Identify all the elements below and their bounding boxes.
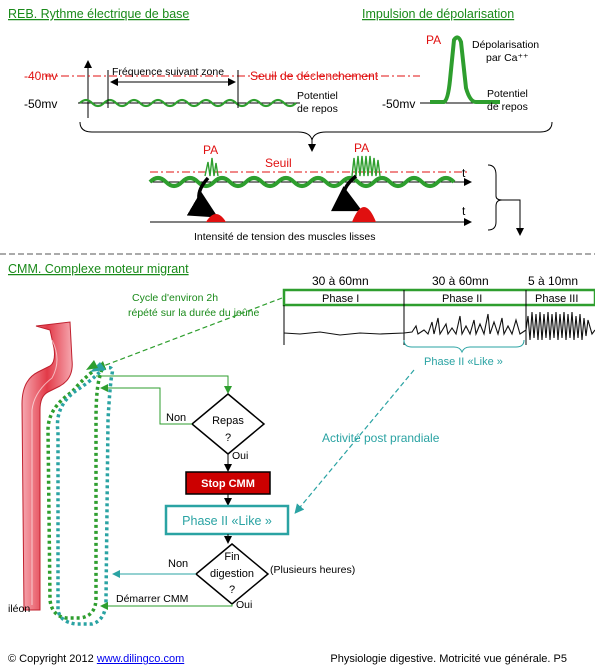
phase-1-label: Phase I bbox=[322, 293, 359, 305]
loop-top-to-repas bbox=[96, 375, 232, 394]
reb-title: REB. Rythme électrique de base bbox=[8, 7, 189, 21]
s3-right-arrow bbox=[502, 199, 524, 236]
s3-pa2: PA bbox=[354, 141, 369, 155]
s3-spikes-2 bbox=[351, 155, 381, 177]
cycle-label-2: répété sur la durée du jeûne bbox=[128, 307, 260, 319]
plusieurs-heures: (Plusieurs heures) bbox=[270, 564, 355, 576]
seuil-declenchement-label: Seuil de déclenchement bbox=[250, 69, 379, 83]
footer-right: Physiologie digestive. Motricité vue gén… bbox=[330, 653, 567, 665]
site-link[interactable]: www.dilingco.com bbox=[96, 653, 185, 665]
phase-box bbox=[282, 288, 595, 307]
reb-mv40-label: -40mv bbox=[24, 69, 57, 83]
section-brace bbox=[79, 121, 553, 141]
s3-intensite: Intensité de tension des muscles lisses bbox=[194, 231, 376, 243]
s3-wave-top bbox=[148, 176, 456, 188]
cycle-dashed-arrow bbox=[95, 297, 283, 370]
phase2-like-box bbox=[164, 504, 290, 536]
impulsion-pa: PA bbox=[426, 33, 441, 47]
phase-3-label: Phase III bbox=[535, 293, 578, 305]
digestion-label: digestion bbox=[210, 568, 254, 580]
reb-mv50-label: -50mv bbox=[24, 97, 57, 111]
phase-signal bbox=[283, 311, 595, 341]
phase2-like-box-label: Phase II «Like » bbox=[182, 514, 272, 528]
fin-label: Fin bbox=[224, 551, 239, 563]
ileon-label: iléon bbox=[8, 603, 30, 615]
non-2-label: Non bbox=[168, 558, 188, 570]
non-1-arrow bbox=[100, 384, 192, 425]
repas-label: Repas bbox=[212, 415, 244, 427]
phase2-like-label: Phase II «Like » bbox=[424, 356, 503, 368]
post-prandial-dashed-arrow bbox=[294, 369, 415, 514]
depol-label-2: par Ca⁺⁺ bbox=[486, 52, 529, 64]
cmm-title: CMM. Complexe moteur migrant bbox=[8, 262, 189, 276]
intestine bbox=[21, 321, 73, 611]
s3-pa1: PA bbox=[203, 143, 218, 157]
oui-1-label: Oui bbox=[232, 450, 248, 462]
cycle-label-1: Cycle d'environ 2h bbox=[132, 292, 218, 304]
demarrer-arrow bbox=[100, 602, 233, 610]
non-1-label: Non bbox=[166, 412, 186, 424]
oui-2-label: Oui bbox=[236, 599, 252, 611]
repas-q: ? bbox=[225, 432, 231, 444]
impulsion-mv50: -50mv bbox=[382, 97, 415, 111]
reb-wave bbox=[79, 98, 297, 108]
s3-curve-arrow-1 bbox=[186, 176, 219, 218]
green-dotted-loop bbox=[46, 365, 104, 620]
phase2-like-brace bbox=[403, 339, 525, 354]
dur-3: 5 à 10mn bbox=[528, 274, 578, 288]
copyright-text: © Copyright 2012 bbox=[8, 653, 94, 665]
dur-2: 30 à 60mn bbox=[432, 274, 489, 288]
depol-label-1: Dépolarisation bbox=[472, 39, 539, 51]
fin-q: ? bbox=[229, 584, 235, 596]
demarrer-label: Démarrer CMM bbox=[116, 593, 188, 605]
s3-tension-2 bbox=[352, 207, 376, 222]
teal-dotted-loop bbox=[55, 365, 115, 626]
footer-left: © Copyright 2012 www.dilingco.com bbox=[8, 653, 184, 665]
intestine-inner-line bbox=[31, 339, 58, 605]
impulsion-title: Impulsion de dépolarisation bbox=[362, 7, 514, 21]
impulsion-spike bbox=[430, 35, 500, 104]
freq-label: Fréquence suivant zone bbox=[112, 66, 224, 78]
s3-spikes-1 bbox=[204, 157, 219, 177]
s3-tension-1 bbox=[206, 214, 226, 222]
phase-2-label: Phase II bbox=[442, 293, 482, 305]
s3-t2: t bbox=[462, 204, 466, 218]
s3-seuil: Seuil bbox=[265, 156, 292, 170]
s3-t1: t bbox=[462, 166, 466, 180]
reb-potentiel-2: de repos bbox=[297, 103, 338, 115]
stop-cmm-label: Stop CMM bbox=[201, 478, 255, 490]
dur-1: 30 à 60mn bbox=[312, 274, 369, 288]
impulsion-potentiel-2: de repos bbox=[487, 101, 528, 113]
cmm-head-arrow-green bbox=[86, 360, 98, 370]
activite-post-label: Activité post prandiale bbox=[322, 431, 440, 445]
footer: © Copyright 2012 www.dilingco.com Physio… bbox=[0, 650, 595, 670]
s3-right-brace bbox=[487, 164, 503, 231]
reb-potentiel-1: Potentiel bbox=[297, 90, 338, 102]
cmm-head-arrow bbox=[90, 362, 106, 372]
impulsion-potentiel-1: Potentiel bbox=[487, 88, 528, 100]
s3-curve-arrow-2 bbox=[330, 174, 363, 212]
